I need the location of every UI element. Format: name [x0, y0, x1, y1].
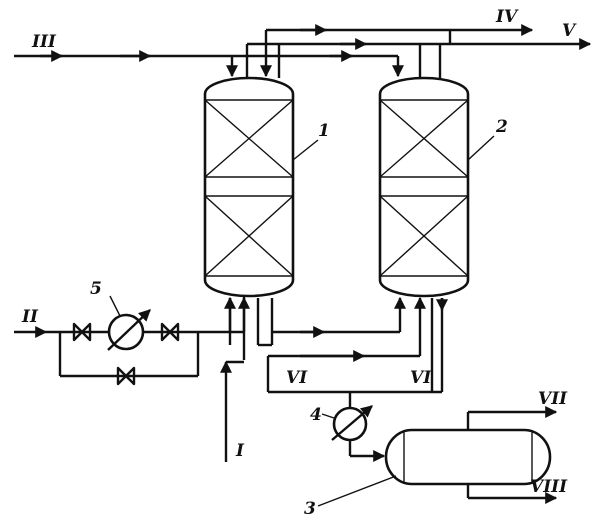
callout-5: 5 — [90, 279, 102, 299]
heat-exchanger-5 — [107, 309, 151, 351]
callout-4: 4 — [310, 405, 322, 425]
stream-label-i: I — [235, 441, 245, 461]
reactor-column-2 — [378, 76, 470, 298]
separator-vessel-3 — [384, 428, 552, 486]
stream-label-vii: VII — [538, 389, 568, 409]
valve-outlet[interactable] — [160, 322, 180, 342]
callout-1: 1 — [318, 121, 330, 141]
stream-label-ii: II — [21, 307, 39, 327]
bottom-piping — [14, 296, 558, 504]
heat-exchanger-4 — [331, 405, 373, 442]
stream-label-iv: IV — [495, 7, 519, 27]
top-piping — [14, 24, 592, 78]
stream-label-vi-right: VI — [410, 368, 432, 388]
stream-label-iii: III — [31, 32, 57, 52]
callout-3: 3 — [304, 499, 316, 519]
callout-2: 2 — [495, 117, 508, 137]
stream-label-v: V — [562, 21, 577, 41]
reactor-column-1 — [203, 76, 295, 298]
valve-inlet[interactable] — [72, 322, 92, 342]
stream-label-vi-left: VI — [286, 368, 308, 388]
valve-bypass[interactable] — [116, 366, 136, 386]
callout-leaders — [109, 135, 495, 507]
stream-label-viii: VIII — [530, 477, 568, 497]
